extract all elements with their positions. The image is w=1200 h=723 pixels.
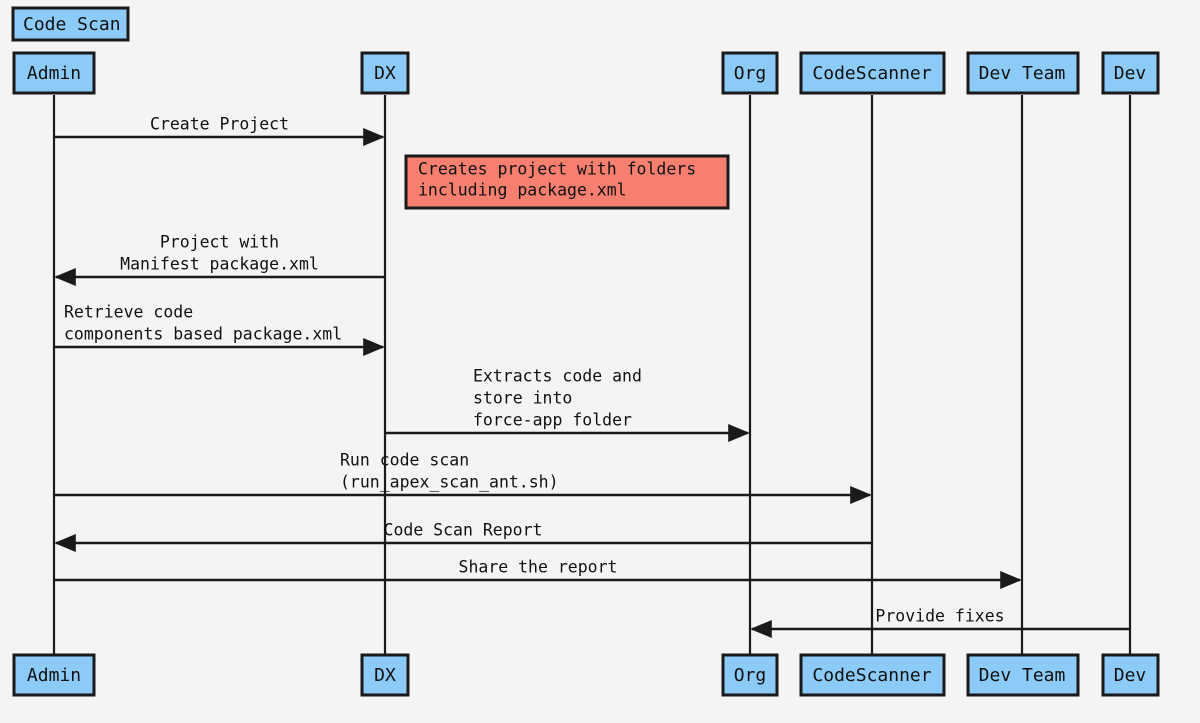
message-m6: Code Scan Report: [54, 521, 872, 552]
participant-box-admin-bottom[interactable]: [12, 653, 96, 697]
message-label-m2-line1: Project with: [160, 233, 279, 252]
message-label-m7-line1: Share the report: [459, 558, 618, 577]
message-label-m4-line3: force-app folder: [473, 411, 632, 430]
note-label-n1-line1: Creates project with folders: [418, 160, 696, 179]
participant-label-dev-bottom: Dev: [1114, 665, 1147, 686]
participant-label-dx-bottom: DX: [374, 665, 396, 686]
participant-label-admin-bottom: Admin: [27, 665, 81, 686]
message-label-m3-line1: Retrieve code: [64, 303, 193, 322]
participant-box-dev-top[interactable]: [1101, 51, 1160, 95]
message-label-m3-line2: components based package.xml: [64, 325, 342, 344]
message-label-m1-line1: Create Project: [150, 115, 289, 134]
message-m7: Share the report: [54, 558, 1022, 589]
participant-box-devteam-bottom[interactable]: [966, 653, 1080, 697]
participant-label-org-bottom: Org: [734, 665, 767, 686]
participant-box-codescanner-top[interactable]: [799, 51, 946, 95]
title-label: Code Scan: [23, 14, 121, 35]
lifelines: [52, 95, 1132, 655]
message-m1: Create Project: [54, 115, 385, 146]
participant-box-codescanner-bottom[interactable]: [799, 653, 946, 697]
participant-boxes-top: Admin DX Org CodeScanner Dev Team Dev: [12, 51, 1160, 95]
message-label-m4-line1: Extracts code and: [473, 367, 642, 386]
title-box: [11, 6, 130, 42]
participant-label-devteam-bottom: Dev Team: [979, 665, 1066, 686]
participant-box-org-bottom[interactable]: [721, 653, 779, 697]
participant-label-codescanner-top: CodeScanner: [812, 63, 931, 84]
participant-label-admin-top: Admin: [27, 63, 81, 84]
message-label-m2-line2: Manifest package.xml: [120, 255, 319, 274]
participant-box-admin-top[interactable]: [12, 51, 96, 95]
message-label-m5-line1: Run code scan: [340, 451, 469, 470]
diagram-title: Code Scan: [11, 6, 130, 42]
message-label-m4-line2: store into: [473, 389, 572, 408]
notes: Creates project with folders including pa…: [404, 154, 730, 210]
participant-label-dx-top: DX: [374, 63, 396, 84]
participant-label-codescanner-bottom: CodeScanner: [812, 665, 931, 686]
message-m3: Retrieve code components based package.xm…: [54, 303, 385, 356]
participant-label-org-top: Org: [734, 63, 767, 84]
message-m5: Run code scan (run_apex_scan_ant.sh): [54, 451, 872, 504]
participant-label-devteam-top: Dev Team: [979, 63, 1066, 84]
note-label-n1-line2: including package.xml: [418, 181, 627, 200]
note-box-n1: [404, 154, 730, 210]
message-m8: Provide fixes: [750, 607, 1130, 638]
message-label-m5-line2: (run_apex_scan_ant.sh): [340, 473, 559, 492]
participant-box-dx-top[interactable]: [360, 51, 410, 95]
message-m4: Extracts code and store into force-app fol…: [385, 367, 750, 442]
participant-box-dev-bottom[interactable]: [1101, 653, 1160, 697]
participant-box-devteam-top[interactable]: [966, 51, 1080, 95]
message-label-m8-line1: Provide fixes: [875, 607, 1004, 626]
participant-label-dev-top: Dev: [1114, 63, 1147, 84]
participant-boxes-bottom: Admin DX Org CodeScanner Dev Team Dev: [12, 653, 1160, 697]
participant-box-dx-bottom[interactable]: [360, 653, 410, 697]
note-n1: Creates project with folders including pa…: [404, 154, 730, 210]
message-label-m6-line1: Code Scan Report: [384, 521, 543, 540]
participant-box-org-top[interactable]: [721, 51, 779, 95]
